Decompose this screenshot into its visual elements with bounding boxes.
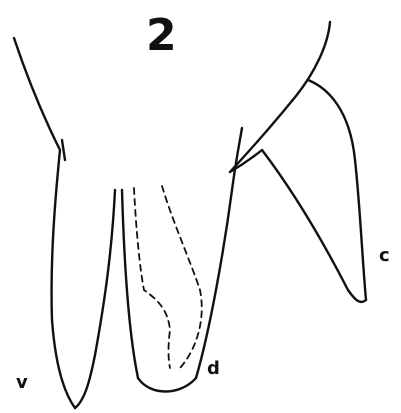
left-root-stub [62, 140, 65, 160]
left-root-inner-edge [75, 190, 115, 408]
figure-number: 2 [146, 14, 177, 58]
root-label-c: c [379, 247, 390, 265]
right-root-apex [348, 290, 366, 302]
middle-root-left-edge [122, 190, 138, 378]
canal-dashed-line-right [162, 186, 202, 368]
middle-root-apex [138, 378, 196, 392]
root-label-v: v [16, 374, 28, 392]
root-label-d: d [207, 360, 220, 378]
left-root-outer-edge [14, 38, 75, 408]
crown-connection-line [230, 22, 330, 172]
canal-dashed-line-left [134, 188, 170, 368]
right-root-inner-edge [262, 150, 348, 290]
